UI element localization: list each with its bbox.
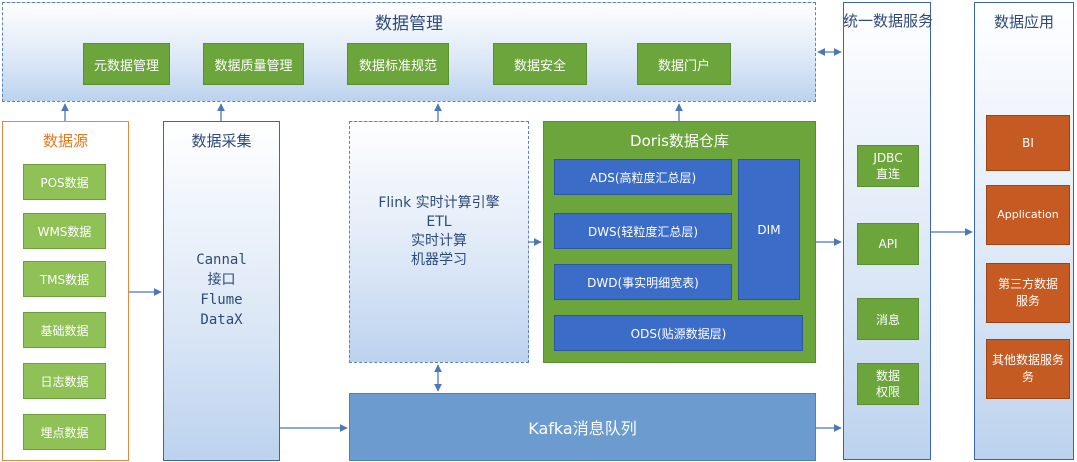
collection-tools: Cannal 接口 Flume DataX [164, 250, 279, 330]
source-item-tracking: 埋点数据 [23, 414, 106, 450]
collection-tool-datax: DataX [200, 312, 243, 328]
third-party-line2: 服务 [1015, 294, 1040, 308]
permission-label-line1: 数据 [875, 369, 900, 383]
dws-layer: DWS(轻粒度汇总层) [554, 213, 732, 249]
third-party-service-box: 第三方数据 服务 [986, 263, 1070, 323]
kafka-queue-label: Kafka消息队列 [528, 419, 637, 438]
jdbc-label-line1: JDBC [873, 151, 903, 165]
data-management-panel: 数据管理 元数据管理 数据质量管理 数据标准规范 数据安全 数据门户 [2, 2, 816, 102]
data-source-title: 数据源 [42, 132, 88, 150]
collection-tool-interface: 接口 [207, 272, 236, 288]
data-portal-box: 数据门户 [637, 43, 731, 85]
collection-tool-cannal: Cannal [196, 252, 247, 268]
ods-layer: ODS(贴源数据层) [554, 315, 803, 351]
data-application-title: 数据应用 [993, 13, 1054, 31]
other-service-line2: 务 [1021, 370, 1034, 384]
other-service-line1: 其他数据服务 [991, 353, 1064, 368]
data-security-box: 数据安全 [493, 43, 587, 85]
application-box: Application [986, 185, 1070, 245]
flink-engine: Flink 实时计算引擎 [378, 195, 500, 211]
jdbc-label-line2: 直连 [875, 167, 900, 181]
bi-box: BI [986, 115, 1070, 171]
ads-layer: ADS(高粒度汇总层) [554, 159, 732, 195]
metadata-management-box: 元数据管理 [83, 43, 170, 85]
doris-warehouse-panel: Doris数据仓库 ADS(高粒度汇总层) DWS(轻粒度汇总层) DWD(事实… [543, 121, 816, 363]
dim-layer: DIM [738, 159, 800, 300]
message-box: 消息 [857, 298, 919, 340]
unified-service-panel: 统一数据服务 JDBC 直连 API 消息 数据 权限 [843, 2, 933, 460]
kafka-queue-panel: Kafka消息队列 [349, 393, 816, 461]
jdbc-box: JDBC 直连 [857, 145, 919, 187]
source-item-tms: TMS数据 [23, 261, 106, 297]
third-party-line1: 第三方数据 [997, 277, 1058, 292]
source-item-wms: WMS数据 [23, 213, 106, 249]
doris-warehouse-title: Doris数据仓库 [630, 132, 729, 150]
unified-service-title: 统一数据服务 [842, 12, 933, 30]
flink-lines: Flink 实时计算引擎 ETL 实时计算 机器学习 [350, 194, 528, 270]
data-standard-box: 数据标准规范 [347, 43, 449, 85]
data-collection-panel: 数据采集 Cannal 接口 Flume DataX [163, 121, 280, 461]
data-source-panel: 数据源 POS数据 WMS数据 TMS数据 基础数据 日志数据 埋点数据 [2, 121, 129, 461]
flink-etl: ETL [426, 214, 452, 230]
data-application-panel: 数据应用 BI Application 第三方数据 服务 其他数据服务 务 [974, 2, 1074, 460]
permission-label-line2: 权限 [875, 385, 900, 399]
dwd-layer: DWD(事实明细宽表) [554, 264, 732, 300]
source-item-pos: POS数据 [23, 164, 106, 200]
permission-box: 数据 权限 [857, 363, 919, 405]
flink-ml: 机器学习 [411, 252, 467, 268]
source-item-basic: 基础数据 [23, 312, 106, 348]
collection-tool-flume: Flume [200, 292, 243, 308]
api-box: API [857, 223, 919, 265]
data-quality-box: 数据质量管理 [203, 43, 304, 85]
flink-panel: Flink 实时计算引擎 ETL 实时计算 机器学习 [349, 121, 529, 363]
data-management-title: 数据管理 [375, 14, 443, 34]
source-item-log: 日志数据 [23, 363, 106, 399]
other-service-box: 其他数据服务 务 [986, 339, 1070, 399]
flink-realtime: 实时计算 [411, 233, 467, 249]
data-collection-title: 数据采集 [191, 132, 252, 150]
